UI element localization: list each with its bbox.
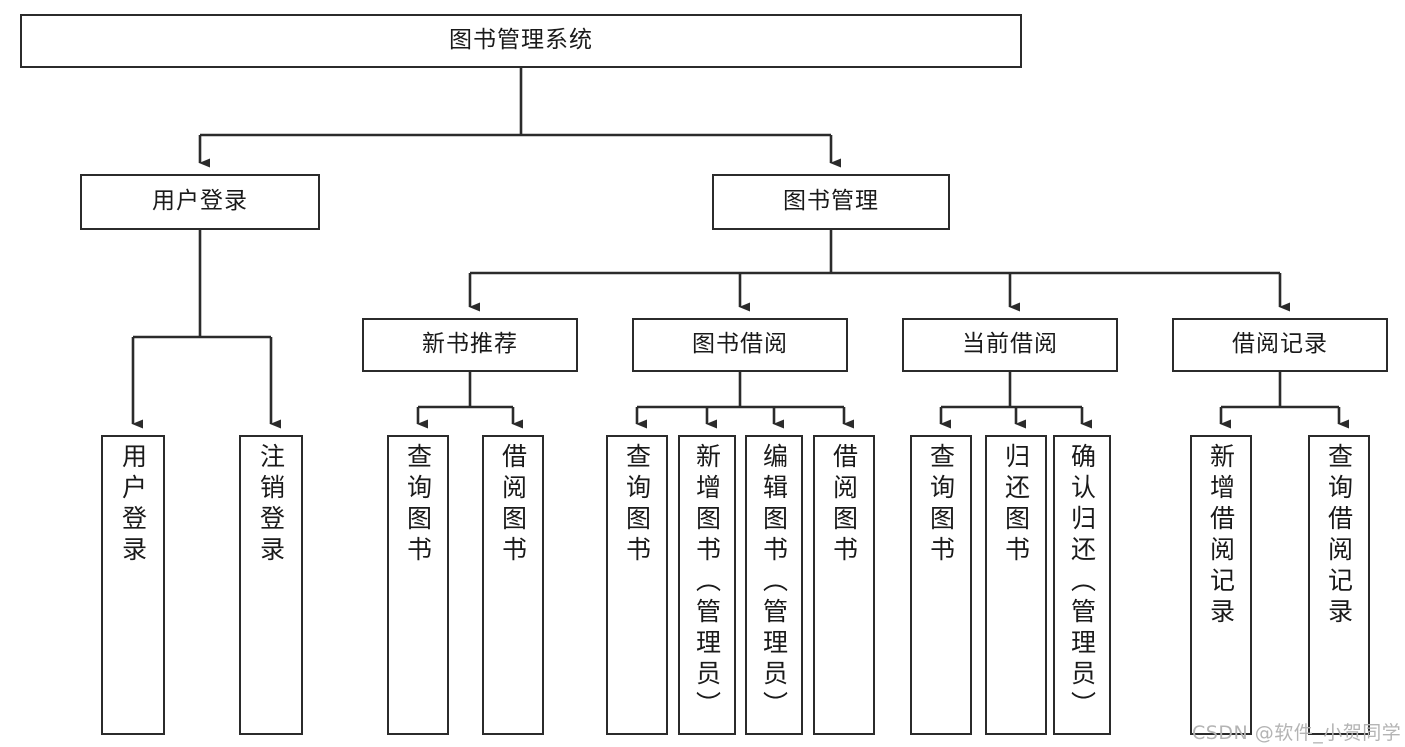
node-leaf-add-borrow-record[interactable]: 新增借阅记录 (1190, 435, 1252, 735)
node-leaf-user-login[interactable]: 用户登录 (101, 435, 165, 735)
node-leaf-edit-book-admin-label: 编辑图书（管理员） (759, 443, 789, 722)
node-leaf-query-book-2[interactable]: 查询图书 (606, 435, 668, 735)
node-user-login[interactable]: 用户登录 (80, 174, 320, 230)
node-leaf-logout-login-label: 注销登录 (256, 443, 286, 567)
node-leaf-logout-login[interactable]: 注销登录 (239, 435, 303, 735)
node-user-login-label: 用户登录 (152, 188, 248, 215)
node-leaf-add-book-admin[interactable]: 新增图书（管理员） (678, 435, 736, 735)
node-leaf-return-book[interactable]: 归还图书 (985, 435, 1047, 735)
node-leaf-add-borrow-record-label: 新增借阅记录 (1206, 443, 1236, 629)
node-new-book-recommend-label: 新书推荐 (422, 331, 518, 358)
node-leaf-borrow-book-2-label: 借阅图书 (829, 443, 859, 567)
node-current-borrow[interactable]: 当前借阅 (902, 318, 1118, 372)
node-leaf-return-book-label: 归还图书 (1001, 443, 1031, 567)
node-borrow-record[interactable]: 借阅记录 (1172, 318, 1388, 372)
node-borrow-record-label: 借阅记录 (1232, 331, 1328, 358)
node-leaf-borrow-book-2[interactable]: 借阅图书 (813, 435, 875, 735)
node-leaf-query-book-1[interactable]: 查询图书 (387, 435, 449, 735)
node-current-borrow-label: 当前借阅 (962, 331, 1058, 358)
node-leaf-user-login-label: 用户登录 (118, 443, 148, 567)
node-book-borrow[interactable]: 图书借阅 (632, 318, 848, 372)
node-leaf-borrow-book-1-label: 借阅图书 (498, 443, 528, 567)
node-book-manage-label: 图书管理 (783, 188, 879, 215)
node-leaf-query-book-1-label: 查询图书 (403, 443, 433, 567)
node-root[interactable]: 图书管理系统 (20, 14, 1022, 68)
node-root-label: 图书管理系统 (449, 27, 593, 54)
node-leaf-query-book-3[interactable]: 查询图书 (910, 435, 972, 735)
node-leaf-query-book-3-label: 查询图书 (926, 443, 956, 567)
watermark-text: CSDN @软件_小贺同学 (1192, 722, 1402, 744)
node-book-borrow-label: 图书借阅 (692, 331, 788, 358)
node-leaf-edit-book-admin[interactable]: 编辑图书（管理员） (745, 435, 803, 735)
node-book-manage[interactable]: 图书管理 (712, 174, 950, 230)
node-leaf-query-book-2-label: 查询图书 (622, 443, 652, 567)
node-new-book-recommend[interactable]: 新书推荐 (362, 318, 578, 372)
node-leaf-borrow-book-1[interactable]: 借阅图书 (482, 435, 544, 735)
node-leaf-query-borrow-record[interactable]: 查询借阅记录 (1308, 435, 1370, 735)
node-leaf-confirm-return-admin[interactable]: 确认归还（管理员） (1053, 435, 1111, 735)
node-leaf-query-borrow-record-label: 查询借阅记录 (1324, 443, 1354, 629)
node-leaf-add-book-admin-label: 新增图书（管理员） (692, 443, 722, 722)
node-leaf-confirm-return-admin-label: 确认归还（管理员） (1067, 443, 1097, 722)
